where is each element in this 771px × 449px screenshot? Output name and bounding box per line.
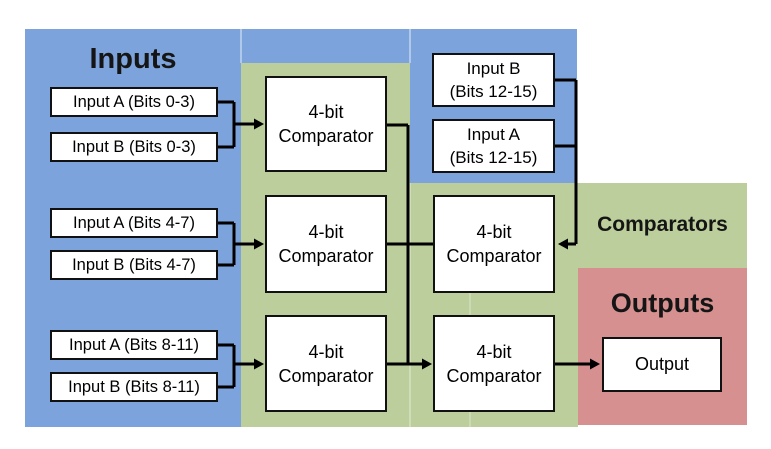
comparators-region-title: Comparators bbox=[597, 213, 728, 236]
input-box-b-bits-8-11: Input B (Bits 8-11) bbox=[50, 372, 218, 402]
output-box: Output bbox=[602, 337, 722, 392]
input-box-label-line1: Input A bbox=[467, 125, 520, 144]
wire-inputs-0-3 bbox=[218, 100, 256, 149]
input-box-a-bits-4-7: Input A (Bits 4-7) bbox=[50, 208, 218, 238]
arrowhead-into-comparator-2 bbox=[254, 238, 264, 250]
input-box-label-line2: (Bits 12-15) bbox=[449, 148, 538, 167]
comparator-label-line1: 4-bit bbox=[308, 222, 344, 242]
comparator-box-bits-0-3: 4-bit Comparator bbox=[265, 76, 387, 172]
input-box-b-bits-12-15: Input B (Bits 12-15) bbox=[432, 53, 555, 107]
wire-inputs-4-7 bbox=[218, 221, 256, 267]
input-box-a-bits-12-15: Input A (Bits 12-15) bbox=[432, 119, 555, 173]
wire-inputs-8-11 bbox=[218, 343, 256, 389]
input-box-label: Input A (Bits 8-11) bbox=[69, 335, 199, 354]
comparator-label-line2: Comparator bbox=[278, 246, 374, 266]
input-box-label: Input A (Bits 0-3) bbox=[73, 92, 195, 111]
input-box-b-bits-4-7: Input B (Bits 4-7) bbox=[50, 250, 218, 280]
outputs-region-title: Outputs bbox=[610, 288, 715, 318]
comparator-box-final: 4-bit Comparator bbox=[433, 315, 555, 412]
inputs-region-title: Inputs bbox=[89, 43, 177, 75]
comparator-label-line1: 4-bit bbox=[308, 102, 344, 122]
arrowhead-into-comparator-1 bbox=[254, 118, 264, 130]
comparator-label-line1: 4-bit bbox=[476, 222, 512, 242]
input-box-label: Input B (Bits 4-7) bbox=[72, 255, 196, 274]
input-box-label: Input B (Bits 0-3) bbox=[72, 137, 196, 156]
output-box-label: Output bbox=[634, 354, 690, 374]
comparator-label-line1: 4-bit bbox=[476, 341, 512, 362]
wire-inputs-12-15 bbox=[555, 78, 578, 246]
input-box-b-bits-0-3: Input B (Bits 0-3) bbox=[50, 132, 218, 162]
input-box-a-bits-8-11: Input A (Bits 8-11) bbox=[50, 330, 218, 360]
arrowhead-into-comparator-5 bbox=[422, 358, 432, 370]
region-inputs-top-strip bbox=[241, 29, 410, 63]
comparator-label-line2: Comparator bbox=[446, 246, 542, 266]
arrowhead-into-comparator-3 bbox=[254, 358, 264, 370]
region-seam bbox=[240, 29, 242, 63]
comparator-box-bits-8-11: 4-bit Comparator bbox=[265, 315, 387, 412]
input-box-label: Input A (Bits 4-7) bbox=[73, 213, 195, 232]
arrowhead-into-comparator-4 bbox=[558, 238, 568, 250]
comparator-box-bits-4-7: 4-bit Comparator bbox=[265, 195, 387, 293]
input-box-label-line1: Input B bbox=[466, 59, 521, 78]
comparator-label-line1: 4-bit bbox=[308, 341, 344, 362]
comparator-label-line2: Comparator bbox=[278, 365, 374, 386]
comparator-label-line2: Comparator bbox=[446, 365, 542, 386]
comparator-label-line2: Comparator bbox=[278, 126, 374, 146]
region-seam bbox=[409, 29, 411, 63]
comparator-box-bits-12-15: 4-bit Comparator bbox=[433, 195, 555, 293]
arrowhead-into-output bbox=[590, 358, 600, 370]
input-box-label: Input B (Bits 8-11) bbox=[68, 377, 200, 396]
region-seam bbox=[409, 183, 411, 427]
input-box-label-line2: (Bits 12-15) bbox=[449, 82, 538, 101]
input-box-a-bits-0-3: Input A (Bits 0-3) bbox=[50, 87, 218, 117]
